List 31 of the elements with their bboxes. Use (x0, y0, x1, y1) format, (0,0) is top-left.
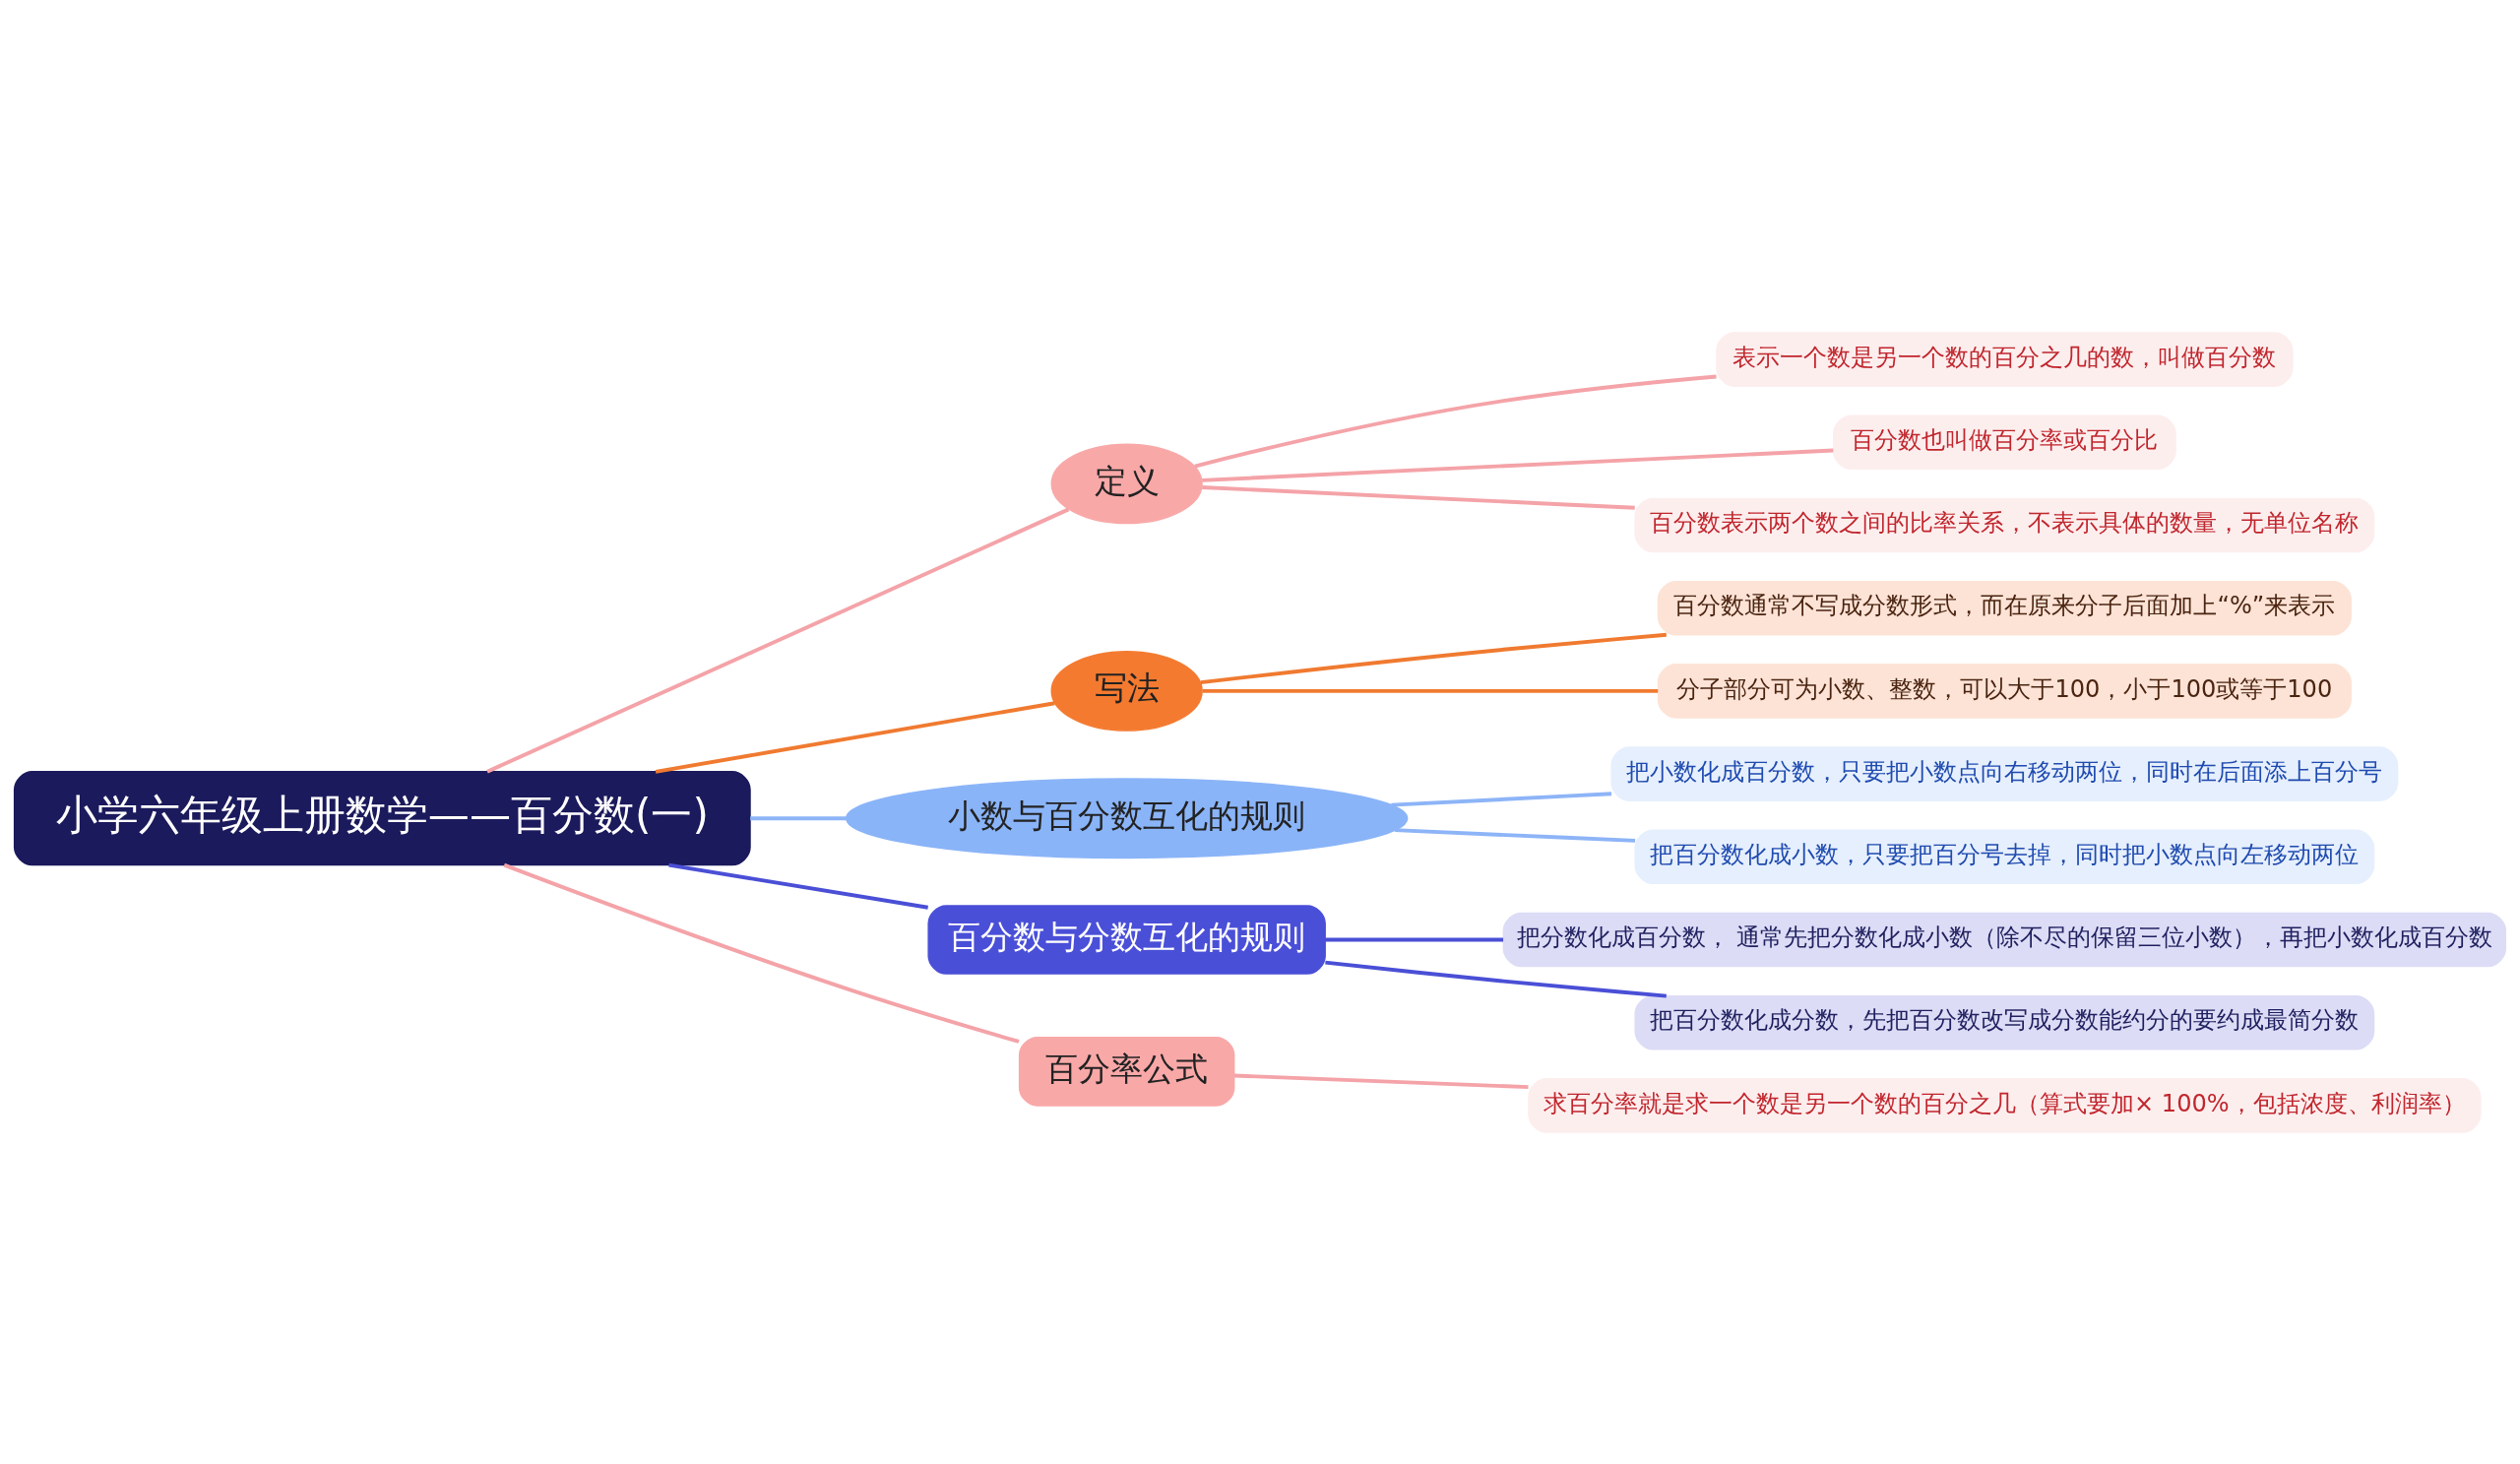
node-box: 百分率公式 (1018, 1036, 1235, 1107)
connector (668, 862, 928, 910)
node-box: 百分数通常不写成分数形式，而在原来分子后面加上“%”来表示 (1657, 580, 2352, 635)
node-box: 小学六年级上册数学——百分数(一) (13, 770, 751, 865)
node-ellipse: 小数与百分数互化的规则 (845, 777, 1409, 859)
node-box: 百分数也叫做百分率或百分比 (1832, 414, 2176, 470)
connector (750, 815, 847, 820)
node-box: 把小数化成百分数，只要把小数点向右移动两位，同时在后面添上百分号 (1610, 745, 2399, 801)
connector (1325, 960, 1667, 998)
node-box: 表示一个数是另一个数的百分之几的数，叫做百分数 (1716, 331, 2294, 387)
connector (1391, 791, 1612, 807)
connector (1202, 688, 1659, 693)
node-ellipse: 定义 (1050, 442, 1203, 524)
node-box: 把百分数化成小数，只要把百分号去掉，同时把小数点向左移动两位 (1634, 829, 2375, 884)
connector (655, 700, 1055, 774)
node-box: 百分数表示两个数之间的比率关系，不表示具体的数量，无单位名称 (1634, 497, 2375, 552)
node-box: 把百分数化成分数，先把百分数改写成分数能约分的要约成最简分数 (1634, 994, 2375, 1050)
connector (486, 507, 1070, 774)
connector (1194, 374, 1717, 468)
connector (1202, 448, 1834, 482)
node-box: 百分数与分数互化的规则 (927, 904, 1326, 975)
connector (503, 862, 1020, 1044)
node-box: 分子部分可为小数、整数，可以大于100，小于100或等于100 (1657, 663, 2352, 719)
node-ellipse: 写法 (1050, 650, 1203, 732)
node-box: 把分数化成百分数， 通常先把分数化成小数（除不尽的保留三位小数），再把小数化成百分数 (1502, 912, 2507, 967)
node-box: 求百分率就是求一个数是另一个数的百分之几（算式要加× 100%，包括浓度、利润率） (1528, 1077, 2482, 1133)
connector (1200, 632, 1667, 684)
connector (1325, 937, 1504, 941)
connector (1233, 1073, 1529, 1089)
connector (1394, 827, 1636, 843)
connector (1202, 484, 1635, 510)
